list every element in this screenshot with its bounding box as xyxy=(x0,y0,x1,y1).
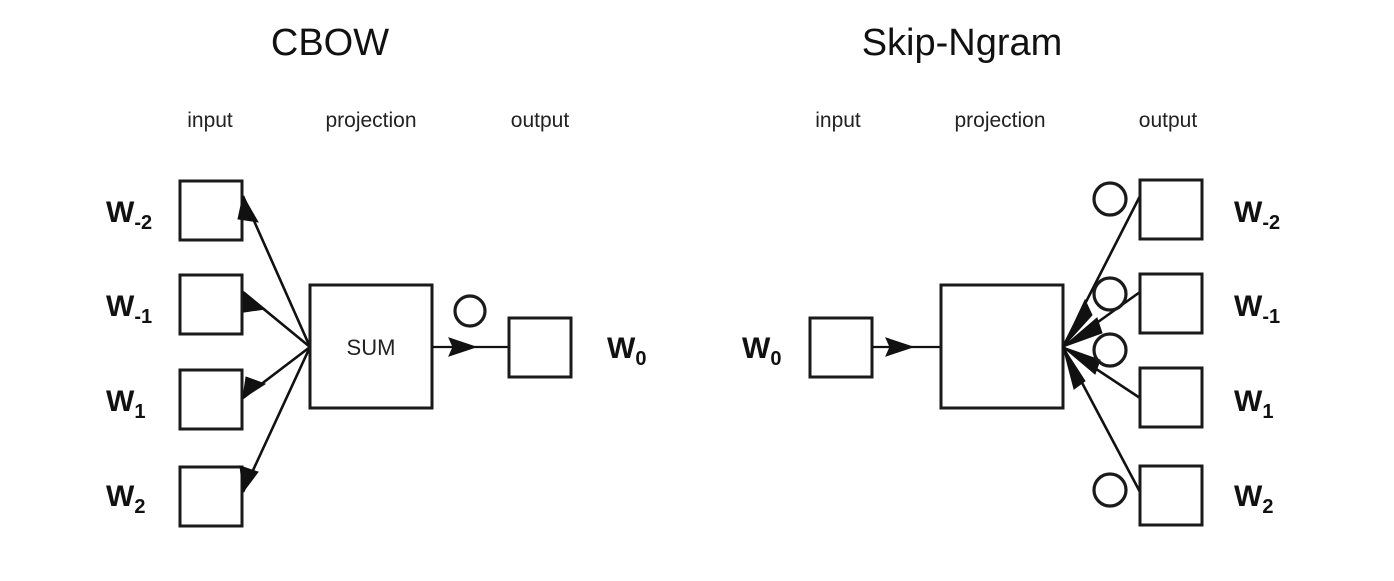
cbow-output-circle-icon xyxy=(453,294,487,328)
skipngram-column-header-input: input xyxy=(815,109,861,132)
cbow-input-label-w1: W1 xyxy=(106,385,145,423)
skipngram-output-box-w2[interactable] xyxy=(1138,464,1204,527)
cbow-input-box-w-1[interactable] xyxy=(178,273,244,336)
skipngram-projection-box[interactable] xyxy=(939,283,1065,410)
skipngram-output-label-w1: W1 xyxy=(1234,385,1273,423)
skipngram-input-label-w0: W0 xyxy=(742,332,781,370)
skipngram-output-box-w-2[interactable] xyxy=(1138,178,1204,241)
cbow-model-group: CBOW input projection output W-2 W-1 W1 … xyxy=(106,22,646,528)
skipngram-output-box-w-1[interactable] xyxy=(1138,272,1204,335)
cbow-arrowhead-w1 xyxy=(242,376,267,400)
skipngram-arrowhead-w-2 xyxy=(1062,298,1093,348)
skipngram-input-box-w0[interactable] xyxy=(808,316,874,379)
skipngram-output-label-w2: W2 xyxy=(1234,480,1273,518)
cbow-input-label-w-2: W-2 xyxy=(106,196,152,234)
skipngram-input-to-projection-edge xyxy=(872,337,941,357)
cbow-column-header-projection: projection xyxy=(325,109,416,132)
cbow-arrowhead-w-2 xyxy=(237,194,259,223)
cbow-arrowhead-w-1 xyxy=(242,290,267,313)
skipngram-output-circle-icon-w-2 xyxy=(1092,181,1128,217)
cbow-arrowhead-w2 xyxy=(239,465,259,494)
cbow-projection-to-output-edge xyxy=(432,337,509,357)
cbow-output-label-w0: W0 xyxy=(607,332,646,370)
cbow-arrowhead-output xyxy=(448,337,478,357)
skipngram-arrowhead-w2 xyxy=(1062,346,1086,390)
skipngram-output-label-w-1: W-1 xyxy=(1234,290,1280,328)
skipngram-output-circle-icon-w-1 xyxy=(1092,276,1128,312)
skipngram-edges-to-outputs xyxy=(1061,195,1142,493)
cbow-title: CBOW xyxy=(271,22,389,64)
skipngram-arrowhead-w-1 xyxy=(1062,317,1103,348)
skipngram-model-group: Skip-Ngram input projection output W0 xyxy=(742,22,1280,527)
cbow-projection-box[interactable] xyxy=(308,283,434,410)
cbow-input-label-w2: W2 xyxy=(106,480,145,518)
skipngram-output-box-w1[interactable] xyxy=(1138,366,1204,429)
cbow-input-box-w-2[interactable] xyxy=(178,179,244,242)
skipngram-arrowhead-w1 xyxy=(1062,346,1101,375)
cbow-projection-label: SUM xyxy=(347,335,396,360)
cbow-output-box-w0[interactable] xyxy=(507,316,573,379)
cbow-edges-to-projection xyxy=(237,194,312,494)
cbow-column-header-input: input xyxy=(187,109,233,132)
skipngram-output-circle-icon-w2 xyxy=(1092,472,1128,508)
skipngram-arrowhead-projection xyxy=(885,337,915,357)
cbow-input-box-w2[interactable] xyxy=(178,465,244,528)
cbow-input-label-w-1: W-1 xyxy=(106,290,152,328)
skipngram-output-circle-icon-w1 xyxy=(1092,332,1128,368)
skipngram-column-header-output: output xyxy=(1139,109,1198,132)
skipngram-output-label-w-2: W-2 xyxy=(1234,196,1280,234)
cbow-column-header-output: output xyxy=(511,109,570,132)
cbow-input-box-w1[interactable] xyxy=(178,368,244,431)
skipngram-title: Skip-Ngram xyxy=(862,22,1063,64)
skipngram-column-header-projection: projection xyxy=(954,109,1045,132)
